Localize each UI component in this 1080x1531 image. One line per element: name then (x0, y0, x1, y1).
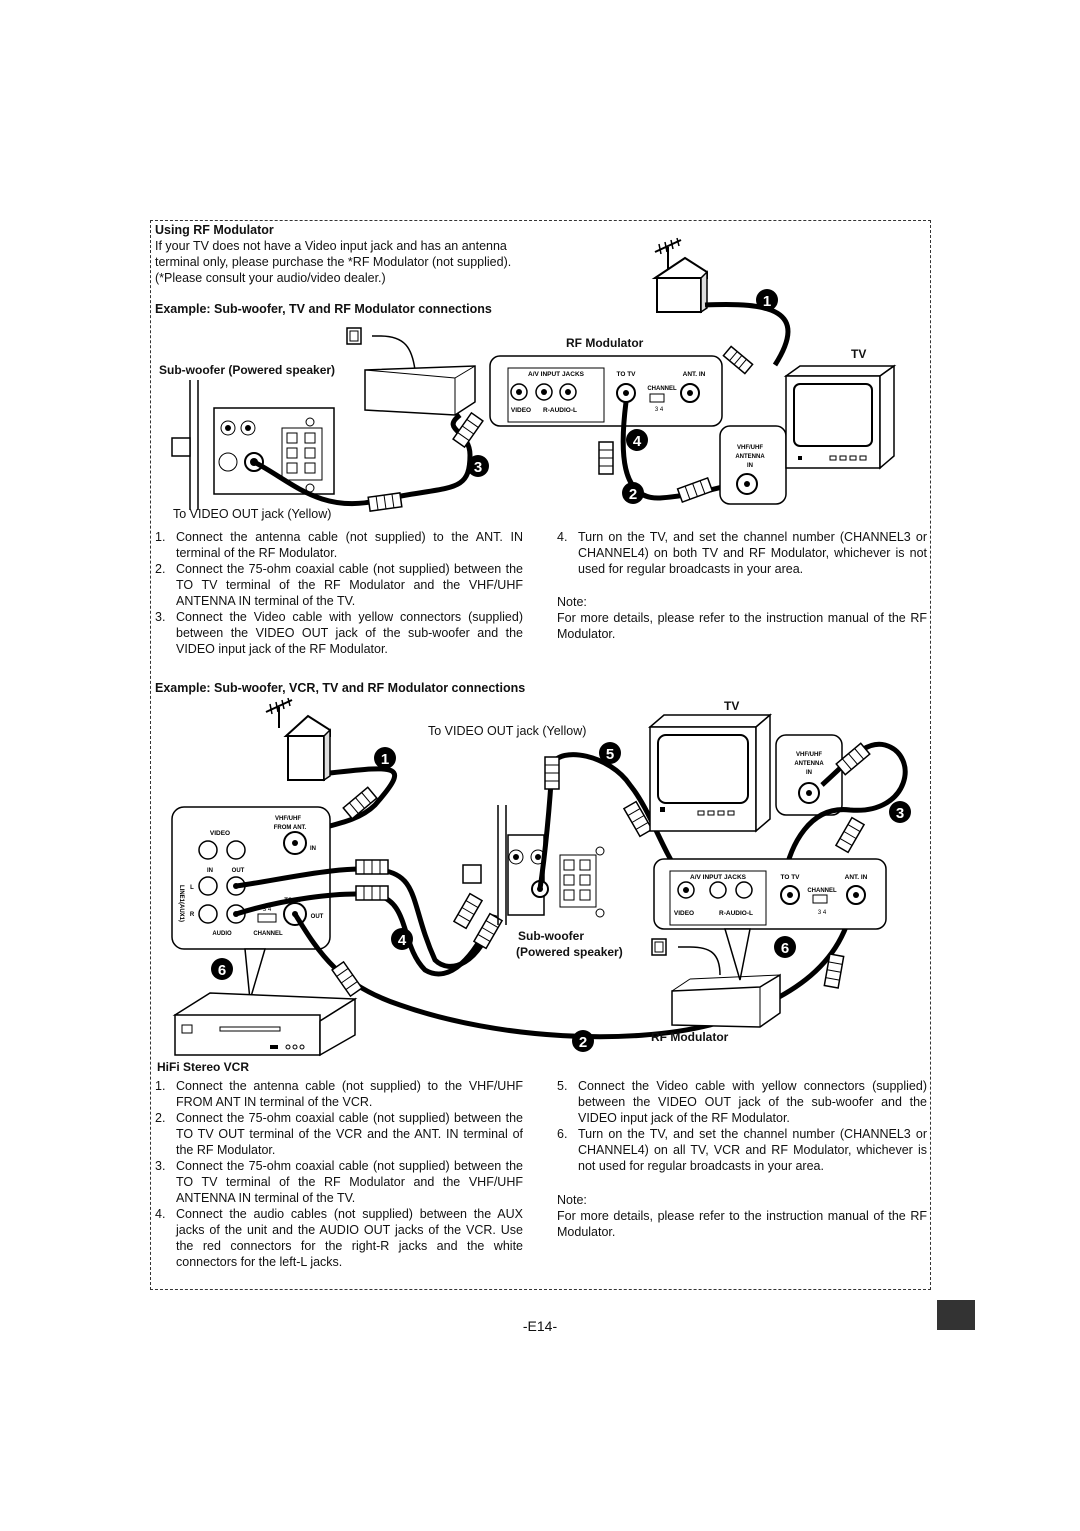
example1-heading: Example: Sub-woofer, TV and RF Modulator… (155, 302, 492, 316)
section-title: Using RF Modulator (155, 223, 274, 237)
subwoofer-box-lower (651, 938, 781, 1028)
vcr-icon (172, 992, 358, 1057)
step-item: 4.Turn on the TV, and set the channel nu… (557, 530, 927, 576)
panel-text-in: IN (747, 463, 753, 469)
step-marker-5: 5 (606, 746, 614, 763)
step-item: 3.Connect the 75-ohm coaxial cable (not … (155, 1159, 523, 1205)
vcr-text-out: OUT (311, 914, 324, 920)
page-number: -E14- (522, 1318, 558, 1334)
dashed-page-frame (150, 220, 931, 1290)
example2-heading: Example: Sub-woofer, VCR, TV and RF Modu… (155, 681, 526, 695)
panel-text-antenna: ANTENNA (794, 761, 824, 767)
panel-text-channel: CHANNEL (807, 888, 837, 894)
step-marker-3: 3 (474, 459, 482, 476)
diagram-1-connections: A/V INPUT JACKS TO TV ANT. IN CHANNEL 3 … (171, 237, 897, 513)
note-label: Note: (557, 595, 587, 609)
subwoofer-label-2b: (Powered speaker) (516, 945, 623, 959)
panel-text-av-input: A/V INPUT JACKS (690, 874, 747, 881)
subwoofer-label: Sub-woofer (Powered speaker) (159, 363, 336, 377)
tv-label: TV (851, 347, 867, 361)
panel-text-antenna: ANTENNA (735, 454, 765, 460)
tv-label-2: TV (724, 699, 740, 713)
vcr-text-vhf-uhf: VHF/UHF (275, 816, 301, 822)
panel-text-vhf-uhf: VHF/UHF (796, 752, 822, 758)
panel-text-to-tv: TO TV (780, 874, 800, 881)
example2-steps-left: 1.Connect the antenna cable (not supplie… (155, 1078, 523, 1270)
panel-text-video: VIDEO (674, 910, 694, 917)
vcr-text-in-col: IN (207, 868, 213, 874)
panel-text-av-input: A/V INPUT JACKS (528, 371, 585, 378)
panel-text-vhf-uhf: VHF/UHF (737, 445, 763, 451)
vcr-label: HiFi Stereo VCR (157, 1060, 250, 1074)
tv-icon (647, 713, 773, 833)
vcr-text-from-ant: FROM ANT. (274, 825, 307, 831)
vcr-text-line: LINE1(AUX1) (178, 885, 184, 922)
vcr-text-out-col: OUT (232, 868, 245, 874)
panel-text-ch34: 3 4 (655, 407, 664, 413)
step-item: 2.Connect the 75-ohm coaxial cable (not … (155, 1111, 523, 1157)
panel-text-r-audio-l: R-AUDIO-L (719, 910, 753, 917)
example1-steps-right: 4.Turn on the TV, and set the channel nu… (557, 529, 927, 577)
step-item: 4.Connect the audio cables (not supplied… (155, 1207, 523, 1269)
tv-icon (783, 364, 897, 470)
video-out-label-2: To VIDEO OUT jack (Yellow) (428, 724, 587, 738)
panel-text-video: VIDEO (511, 407, 531, 414)
subwoofer-rear-panel (171, 380, 335, 510)
step-marker-4: 4 (398, 932, 407, 949)
example2-steps-right: 5.Connect the Video cable with yellow co… (557, 1078, 927, 1174)
step-item: 6.Turn on the TV, and set the channel nu… (557, 1127, 927, 1173)
subwoofer-rear-panel (462, 805, 605, 925)
note-label-2: Note: (557, 1193, 587, 1207)
panel-text-r-audio-l: R-AUDIO-L (543, 407, 577, 414)
step-marker-2: 2 (579, 1034, 587, 1051)
tv-antenna-panel: VHF/UHF ANTENNA IN (719, 425, 787, 505)
rf-modulator-panel: A/V INPUT JACKS TO TV ANT. IN CHANNEL 3 … (489, 355, 723, 427)
panel-text-to-tv: TO TV (616, 371, 636, 378)
antenna-house-icon (651, 237, 708, 314)
panel-text-ant-in: ANT. IN (845, 874, 868, 881)
example1-steps-left: 1.Connect the antenna cable (not supplie… (155, 529, 523, 657)
vcr-text-r: R (190, 912, 195, 918)
panel-text-ch34: 3 4 (818, 910, 827, 916)
step-item: 2.Connect the 75-ohm coaxial cable (not … (155, 562, 523, 608)
rf-modulator-label: RF Modulator (566, 336, 644, 350)
step-marker-6: 6 (218, 962, 226, 979)
panel-text-in: IN (806, 770, 812, 776)
intro-text: If your TV does not have a Video input j… (155, 238, 525, 286)
intro-line: terminal only, please purchase the *RF M… (155, 255, 512, 269)
step-marker-2: 2 (629, 486, 637, 503)
rf-modulator-panel: A/V INPUT JACKS TO TV ANT. IN CHANNEL 3 … (653, 858, 887, 981)
vcr-rear-panel: VIDEO VHF/UHF FROM ANT. IN IN OUT L R TO… (171, 806, 331, 1001)
vcr-text-l: L (190, 885, 194, 891)
panel-text-channel: CHANNEL (647, 386, 677, 392)
step-marker-1: 1 (381, 751, 389, 768)
step-marker-6b: 6 (781, 940, 789, 957)
vcr-text-channel: CHANNEL (253, 931, 283, 937)
step-marker-3: 3 (896, 805, 904, 822)
panel-text-ant-in: ANT. IN (683, 371, 706, 378)
diagram-2-connections: VIDEO VHF/UHF FROM ANT. IN IN OUT L R TO… (171, 697, 911, 1057)
rf-modulator-label-2: RF Modulator (651, 1030, 729, 1044)
note-text-2: For more details, please refer to the in… (557, 1209, 927, 1239)
subwoofer-top-box (346, 327, 476, 416)
intro-line: If your TV does not have a Video input j… (155, 239, 507, 253)
video-out-label: To VIDEO OUT jack (Yellow) (173, 507, 332, 521)
note-text: For more details, please refer to the in… (557, 611, 927, 641)
step-marker-1: 1 (763, 293, 771, 310)
page-tab-marker (937, 1300, 975, 1330)
step-item: 5.Connect the Video cable with yellow co… (557, 1079, 927, 1125)
vcr-text-ch34: 3 4 (263, 907, 272, 913)
intro-line: (*Please consult your audio/video dealer… (155, 271, 386, 285)
vcr-text-audio: AUDIO (212, 931, 232, 937)
antenna-house-icon (265, 697, 331, 782)
vcr-text-in: IN (310, 846, 316, 852)
step-item: 1.Connect the antenna cable (not supplie… (155, 1079, 523, 1109)
step-marker-4: 4 (633, 433, 642, 450)
step-item: 1.Connect the antenna cable (not supplie… (155, 530, 523, 560)
tv-antenna-panel: VHF/UHF ANTENNA IN (775, 734, 843, 816)
step-item: 3.Connect the Video cable with yellow co… (155, 610, 523, 656)
vcr-text-video: VIDEO (210, 830, 230, 837)
subwoofer-label-2a: Sub-woofer (518, 929, 584, 943)
